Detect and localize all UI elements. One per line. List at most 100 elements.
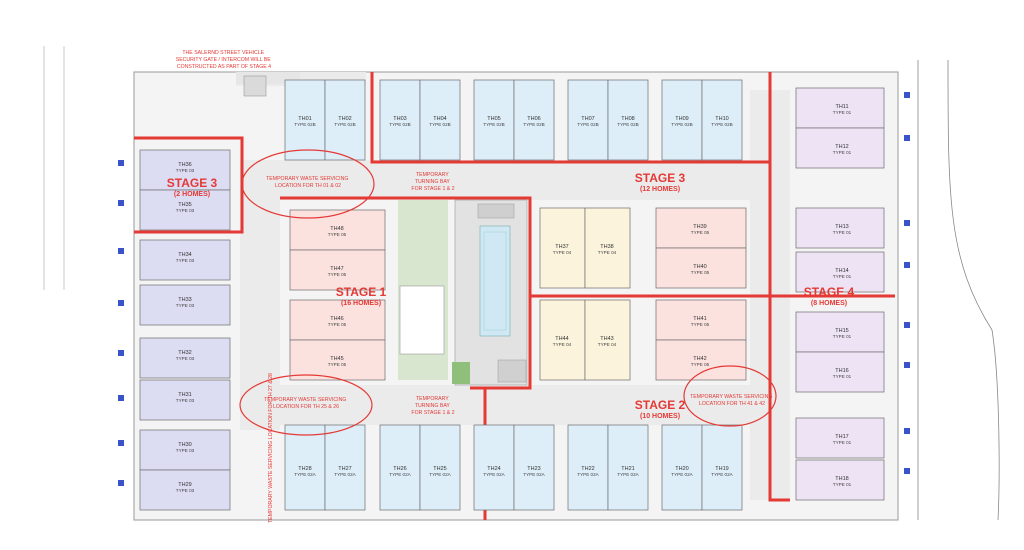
- unit-footprint: [795, 127, 885, 169]
- unit-footprint: [379, 79, 421, 161]
- service-meter-box: [118, 350, 124, 356]
- unit-footprint: [655, 247, 747, 289]
- note-waste-th01: TEMPORARY WASTE SERVICING LOCATION FOR T…: [266, 176, 350, 189]
- unit-id: TH04: [433, 116, 446, 122]
- unit-type: TYPE 02A: [523, 472, 545, 477]
- unit-id: TH10: [715, 116, 728, 122]
- unit-id: TH33: [178, 297, 191, 303]
- unit-type: TYPE 04: [598, 250, 617, 255]
- unit-type: TYPE 02A: [671, 472, 693, 477]
- unit-footprint: [539, 299, 586, 381]
- unit-type: TYPE 05: [328, 322, 347, 327]
- unit-id: TH45: [330, 356, 343, 362]
- unit-id: TH44: [555, 336, 568, 342]
- unit-footprint: [139, 189, 231, 231]
- unit-footprint: [655, 207, 747, 249]
- service-meter-box: [904, 468, 910, 474]
- unit-id: TH48: [330, 226, 343, 232]
- unit-id: TH24: [487, 466, 500, 472]
- stage4-homes: (8 HOMES): [811, 300, 847, 307]
- unit-type: TYPE 02A: [711, 472, 733, 477]
- unit-footprint: [567, 79, 609, 161]
- unit-id: TH41: [693, 316, 706, 322]
- unit-id: TH03: [393, 116, 406, 122]
- unit-footprint: [139, 239, 231, 281]
- unit-id: TH27: [338, 466, 351, 472]
- stage3-left-homes: (2 HOMES): [174, 191, 210, 198]
- unit-id: TH16: [835, 368, 848, 374]
- unit-type: TYPE 02A: [429, 472, 451, 477]
- unit-type: TYPE 02B: [577, 122, 598, 127]
- note-security-gate: THE SALERND STREET VEHICLE SECURITY GATE…: [176, 50, 272, 70]
- unit-type: TYPE 02A: [577, 472, 599, 477]
- unit-id: TH08: [621, 116, 634, 122]
- unit-type: TYPE 04: [553, 250, 572, 255]
- unit-type: TYPE 02B: [483, 122, 504, 127]
- stage1-homes: (16 HOMES): [341, 300, 381, 307]
- stage2-label: STAGE 2: [635, 398, 686, 412]
- unit-id: TH46: [330, 316, 343, 322]
- gatehouse: [243, 75, 267, 97]
- unit-footprint: [139, 284, 231, 326]
- unit-id: TH43: [600, 336, 613, 342]
- unit-id: TH17: [835, 434, 848, 440]
- waste-ellipse-th25: [239, 374, 373, 436]
- unit-footprint: [419, 79, 461, 161]
- service-meter-box: [904, 92, 910, 98]
- unit-id: TH06: [527, 116, 540, 122]
- stage2-homes: (10 HOMES): [640, 413, 680, 420]
- unit-id: TH02: [338, 116, 351, 122]
- unit-type: TYPE 02A: [389, 472, 411, 477]
- note-waste-vertical: TEMPORARY WASTE SERVICING LOCATION FOR T…: [268, 373, 274, 523]
- unit-type: TYPE 02A: [294, 472, 316, 477]
- unit-type: TYPE 02B: [294, 122, 315, 127]
- unit-type: TYPE 02A: [483, 472, 505, 477]
- unit-footprint: [289, 209, 386, 251]
- unit-footprint: [139, 429, 231, 471]
- unit-id: TH01: [298, 116, 311, 122]
- unit-id: TH13: [835, 224, 848, 230]
- unit-id: TH37: [555, 244, 568, 250]
- unit-footprint: [324, 79, 366, 161]
- unit-id: TH32: [178, 350, 191, 356]
- service-meter-box: [118, 440, 124, 446]
- unit-type: TYPE 05: [328, 272, 347, 277]
- swimming-pool: [479, 225, 511, 337]
- unit-id: TH18: [835, 476, 848, 482]
- unit-type: TYPE 02B: [334, 122, 355, 127]
- unit-footprint: [513, 79, 555, 161]
- stage-boundaries: [134, 72, 895, 520]
- unit-footprint: [289, 299, 386, 341]
- unit-footprint: [584, 299, 631, 381]
- unit-footprint: [419, 424, 461, 511]
- service-meter-box: [904, 135, 910, 141]
- unit-type: TYPE 05: [691, 270, 710, 275]
- unit-footprint: [379, 424, 421, 511]
- unit-id: TH12: [835, 144, 848, 150]
- unit-id: TH28: [298, 466, 311, 472]
- unit-type: TYPE 01: [833, 110, 852, 115]
- service-meter-box: [118, 395, 124, 401]
- unit-footprint: [661, 424, 703, 511]
- note-turning-bay-top: TEMPORARY TURNING BAY FOR STAGE 1 & 2: [411, 172, 454, 192]
